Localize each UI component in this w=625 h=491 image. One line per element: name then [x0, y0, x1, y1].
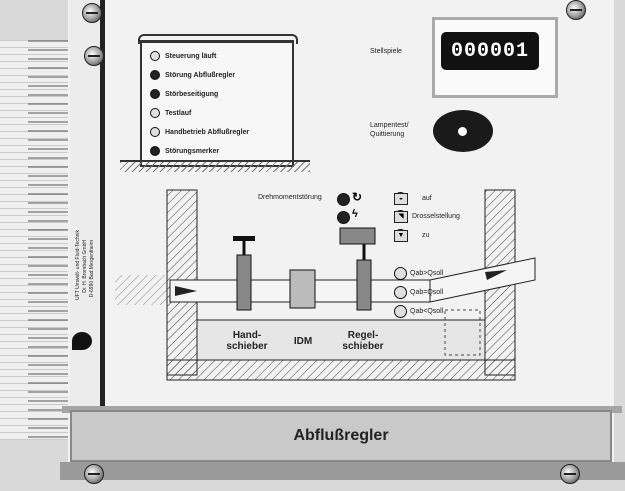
chamber-floor [166, 359, 516, 381]
idm-sensor [289, 269, 316, 309]
legend-ground [120, 160, 310, 172]
counter-label: Stellspiele [370, 48, 402, 55]
flow-led-icon [394, 267, 407, 280]
legend-label: Testlauf [165, 109, 192, 117]
manufacturer-text-3: D-6990 Bad Mergentheim [89, 240, 95, 298]
throttle-label: Drosselstellung [412, 213, 460, 220]
actuator [339, 227, 376, 245]
flow-led-icon [394, 286, 407, 299]
operation-counter: 000001 [441, 32, 539, 70]
counter-value: 000001 [450, 39, 529, 63]
legend-item: Störung Abflußregler [150, 70, 235, 80]
lamp-test-button[interactable] [433, 110, 493, 152]
regel-label-line: schieber [342, 341, 384, 352]
screw-icon [84, 46, 104, 66]
legend-item: Steuerung läuft [150, 51, 216, 61]
manufacturer-logo-icon [72, 332, 92, 350]
status-led-icon [150, 70, 160, 80]
status-led-icon [150, 108, 160, 118]
hand-label-line: schieber [226, 341, 268, 352]
flow-indicator-low: Qab<Qsoll [394, 305, 443, 318]
panel-title: Abflußregler [293, 427, 389, 444]
hand-label-line: Hand- [232, 330, 262, 341]
open-symbol-icon: ◒ [394, 192, 408, 205]
screw-icon [82, 3, 102, 23]
open-control[interactable]: ◒ auf [394, 192, 432, 205]
flow-label: Qab=Qsoll [410, 289, 444, 296]
lightning-icon: ϟ [352, 208, 358, 220]
close-label: zu [422, 232, 430, 239]
rack-dots [28, 40, 68, 440]
flow-arrow-icon [175, 286, 197, 296]
legend-label: Handbetrieb Abflußregler [165, 128, 250, 136]
torque-label: Drehmomentstörung [258, 194, 322, 201]
legend-label: Störungsmerker [165, 147, 220, 155]
hand-wheel-icon [233, 236, 255, 241]
title-bar: Abflußregler [70, 410, 612, 462]
torque-led-icon [337, 193, 350, 206]
legend-item: Handbetrieb Abflußregler [150, 127, 249, 137]
screw-icon [566, 0, 586, 20]
flow-arrow-icon [485, 270, 507, 280]
legend-label: Steuerung läuft [165, 52, 217, 60]
close-control[interactable]: ▼ zu [394, 229, 429, 242]
flow-indicator-equal: Qab=Qsoll [394, 286, 443, 299]
flow-schematic [115, 189, 536, 381]
idm-label: IDM [293, 336, 313, 347]
legend-roof [138, 34, 298, 44]
hand-valve-label: Hand-schieber [222, 330, 272, 352]
lamp-label-1: Lampentest/ [370, 122, 409, 129]
flow-label: Qab>Qsoll [410, 270, 444, 277]
screw-icon [84, 464, 104, 484]
panel-bottom-rail [60, 462, 625, 480]
chamber-base [196, 319, 486, 361]
reset-icon: ↻ [352, 190, 363, 204]
legend-label: Störbeseitigung [165, 90, 219, 98]
legend-label: Störung Abflußregler [165, 71, 236, 79]
dashed-outline [444, 309, 481, 356]
status-led-icon [150, 89, 160, 99]
status-led-icon [150, 146, 160, 156]
throttle-control[interactable]: ◥ Drosselstellung [394, 210, 460, 223]
flow-indicator-high: Qab>Qsoll [394, 267, 443, 280]
legend-item: Störbeseitigung [150, 89, 218, 99]
lamp-label-2: Quittierung [370, 131, 405, 138]
status-led-icon [150, 51, 160, 61]
manufacturer-text-1: UFT Umwelt- und Fluid-Technik [75, 230, 81, 300]
outlet-pipe [429, 257, 536, 303]
panel-divider [100, 0, 105, 410]
status-led-icon [150, 127, 160, 137]
fault-led-icon [337, 211, 350, 224]
status-legend: Steuerung läuft Störung Abflußregler Stö… [140, 40, 294, 167]
legend-item: Störungsmerker [150, 146, 219, 156]
legend-item: Testlauf [150, 108, 191, 118]
manufacturer-text-2: Dr. H. Brombach GmbH [82, 240, 88, 293]
control-valve-label: Regel-schieber [338, 330, 388, 352]
flow-led-icon [394, 305, 407, 318]
regel-label-line: Regel- [347, 330, 379, 341]
close-symbol-icon: ▼ [394, 229, 408, 242]
throttle-symbol-icon: ◥ [394, 210, 408, 223]
panel-ledge [62, 406, 622, 413]
control-valve [356, 259, 372, 311]
hand-valve [236, 254, 252, 311]
rack-side-panel [0, 40, 69, 440]
flow-label: Qab<Qsoll [410, 308, 444, 315]
open-label: auf [422, 195, 432, 202]
screw-icon [560, 464, 580, 484]
